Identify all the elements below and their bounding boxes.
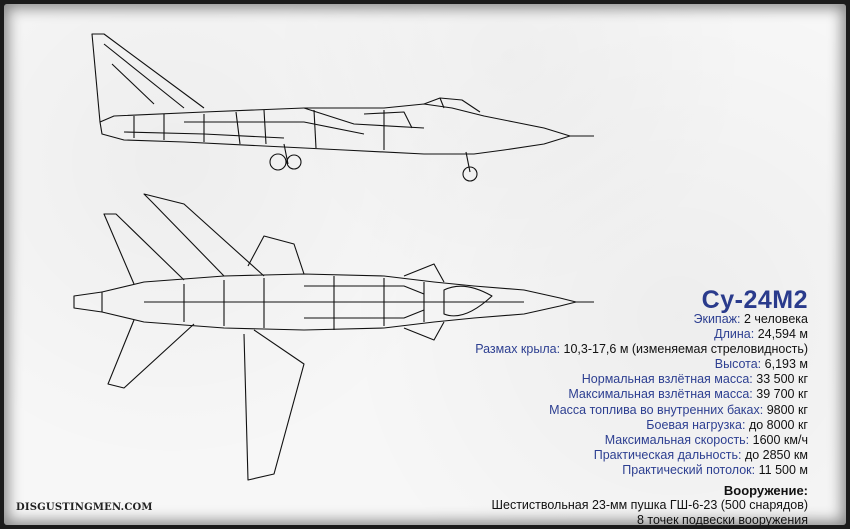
spec-row-wingspan: Размах крыла: 10,3-17,6 м (изменяемая ст… bbox=[475, 342, 808, 357]
specifications-list: Экипаж: 2 человека Длина: 24,594 м Разма… bbox=[475, 312, 808, 525]
spec-label: Максимальная скорость: bbox=[604, 432, 750, 447]
spec-value: до 8000 кг bbox=[748, 417, 808, 432]
watermark: DISGUSTINGMEN.COM bbox=[16, 502, 153, 513]
spec-row-max-speed: Максимальная скорость: 1600 км/ч bbox=[475, 433, 808, 448]
spec-value: 2 человека bbox=[743, 312, 808, 326]
armament-line: Шестиствольная 23-мм пушка ГШ-6-23 (500 … bbox=[491, 498, 808, 513]
aircraft-title: Су-24М2 bbox=[701, 286, 808, 314]
spec-row-payload: Боевая нагрузка: до 8000 кг bbox=[475, 418, 808, 433]
spec-row-fuel-mass: Масса топлива во внутренних баках: 9800 … bbox=[475, 403, 808, 418]
spec-label: Длина: bbox=[714, 327, 755, 342]
spec-row-range: Практическая дальность: до 2850 км bbox=[475, 448, 808, 463]
spec-row-height: Высота: 6,193 м bbox=[475, 357, 808, 372]
side-view bbox=[91, 33, 594, 182]
spec-row-max-takeoff-mass: Максимальная взлётная масса: 39 700 кг bbox=[475, 387, 808, 402]
paper-texture bbox=[4, 4, 846, 525]
spec-value: 10,3-17,6 м (изменяемая стреловидность) bbox=[563, 342, 808, 357]
aircraft-drawing bbox=[73, 33, 594, 481]
spec-value: 1600 км/ч bbox=[752, 432, 808, 447]
spec-row-ceiling: Практический потолок: 11 500 м bbox=[475, 463, 808, 478]
spec-value: до 2850 км bbox=[744, 447, 808, 462]
spec-value: 11 500 м bbox=[758, 462, 808, 477]
spec-row-length: Длина: 24,594 м bbox=[475, 327, 808, 342]
spec-label: Высота: bbox=[714, 357, 762, 372]
spec-value: 9800 кг bbox=[766, 402, 808, 417]
top-view bbox=[73, 193, 594, 481]
spec-row-crew: Экипаж: 2 человека bbox=[475, 312, 809, 327]
spec-label: Максимальная взлётная масса: bbox=[568, 387, 753, 402]
armament-line: 8 точек подвески вооружения bbox=[636, 513, 808, 525]
spec-value: 24,594 м bbox=[757, 327, 808, 342]
spec-value: 33 500 кг bbox=[756, 372, 808, 387]
spec-label: Практическая дальность: bbox=[593, 447, 742, 462]
spec-label: Нормальная взлётная масса: bbox=[581, 372, 753, 387]
spec-label: Масса топлива во внутренних баках: bbox=[549, 402, 764, 417]
spec-row-normal-takeoff-mass: Нормальная взлётная масса: 33 500 кг bbox=[475, 372, 808, 387]
spec-value: 39 700 кг bbox=[756, 387, 808, 402]
spec-label: Размах крыла: bbox=[475, 342, 561, 357]
spec-label: Экипаж: bbox=[693, 312, 741, 326]
spec-value: 6,193 м bbox=[764, 357, 808, 372]
spec-label: Практический потолок: bbox=[622, 462, 756, 477]
blueprint-sheet: Су-24М2 Экипаж: 2 человека Длина: 24,594… bbox=[4, 4, 846, 525]
spec-label: Боевая нагрузка: bbox=[646, 417, 746, 432]
armament-title: Вооружение: bbox=[723, 483, 808, 499]
